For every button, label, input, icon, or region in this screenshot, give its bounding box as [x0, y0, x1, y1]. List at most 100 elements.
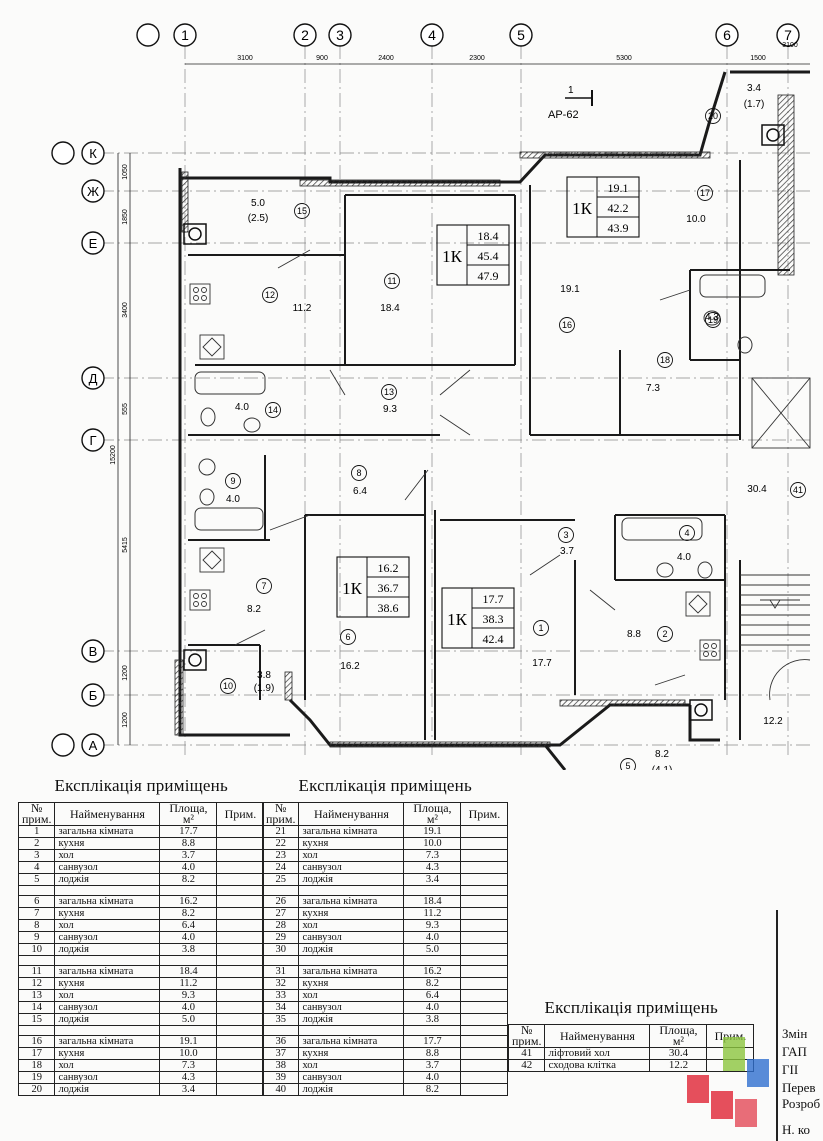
room-number-cell: 17 — [17, 1047, 56, 1060]
room-area: 8.2 — [247, 604, 261, 615]
room-area-cell: 11.2 — [159, 977, 218, 990]
door-swings — [234, 249, 691, 686]
apartment-value: 19.1 — [608, 181, 629, 195]
room-number-circle — [533, 620, 549, 636]
group-separator — [17, 955, 265, 966]
room-area: 9.3 — [383, 404, 397, 415]
note-cell — [216, 861, 265, 874]
room-number: 13 — [384, 387, 394, 397]
note-cell — [460, 931, 509, 944]
room-area: 8.8 — [627, 629, 641, 640]
axis-label: 6 — [723, 27, 731, 43]
note-cell — [460, 1001, 509, 1014]
room-area-cell: 18.4 — [403, 895, 462, 908]
dimension-value: 900 — [316, 55, 328, 62]
note-cell — [216, 1035, 265, 1048]
room-number-cell: 33 — [261, 989, 300, 1002]
group-separator — [17, 1025, 265, 1036]
room-number-cell: 12 — [17, 977, 56, 990]
room-number-cell: 40 — [261, 1083, 300, 1096]
table-title: Експлікація приміщень — [298, 776, 472, 795]
room-number-circle — [559, 317, 575, 333]
axis-bubble — [81, 179, 105, 203]
col-area: Площа, м² — [403, 802, 462, 826]
room-number-circle — [351, 465, 367, 481]
room-number-cell: 8 — [17, 919, 56, 932]
room-number-cell: 3 — [17, 849, 56, 862]
room-name-cell: лоджія — [298, 1083, 405, 1096]
room-number-circle — [705, 108, 721, 124]
room-area-cell: 8.2 — [159, 873, 218, 886]
dimension-value: 1850 — [122, 209, 129, 225]
group-separator — [261, 885, 509, 896]
room-name-cell: кухня — [298, 907, 405, 920]
room-number-cell: 25 — [261, 873, 300, 886]
room-name-cell: загальна кімната — [298, 895, 405, 908]
axis-bubble — [715, 23, 739, 47]
note-cell — [216, 1083, 265, 1096]
col-name: Найменування — [54, 802, 161, 826]
note-cell — [216, 873, 265, 886]
watermark-logo — [683, 1033, 775, 1133]
room-name-cell: загальна кімната — [298, 965, 405, 978]
section-number: 1 — [568, 85, 574, 96]
apartment-value: 47.9 — [478, 269, 499, 283]
room-number-cell: 32 — [261, 977, 300, 990]
room-name-cell: хол — [298, 849, 405, 862]
axis-bubble — [81, 141, 105, 165]
col-num: № прим. — [507, 1024, 546, 1048]
note-cell — [460, 861, 509, 874]
room-number-cell: 1 — [17, 825, 56, 838]
room-number: 11 — [387, 276, 396, 286]
room-area: 16.2 — [340, 661, 360, 672]
room-name-cell: хол — [298, 919, 405, 932]
dimension-value: 5300 — [616, 55, 632, 62]
room-area: 4.0 — [226, 494, 240, 505]
room-area-cell: 9.3 — [403, 919, 462, 932]
room-area-cell: 8.2 — [403, 977, 462, 990]
note-cell — [460, 943, 509, 956]
note-cell — [460, 1013, 509, 1026]
room-number-cell: 7 — [17, 907, 56, 920]
room-area-cell: 5.0 — [403, 943, 462, 956]
room-name-cell: загальна кімната — [298, 825, 405, 838]
room-name-cell: хол — [54, 989, 161, 1002]
axis-bubble — [776, 23, 800, 47]
room-name-cell: лоджія — [54, 943, 161, 956]
col-name: Найменування — [544, 1024, 651, 1048]
axis-label: Г — [89, 433, 96, 448]
room-number-cell: 37 — [261, 1047, 300, 1060]
group-separator — [261, 955, 509, 966]
room-name-cell: санвузол — [54, 861, 161, 874]
room-area-cell: 4.0 — [159, 1001, 218, 1014]
room-name-cell: санвузол — [54, 1071, 161, 1084]
interior-walls — [188, 160, 790, 740]
room-number-cell: 5 — [17, 873, 56, 886]
apartment-value: 45.4 — [478, 249, 499, 263]
room-area-cell: 5.0 — [159, 1013, 218, 1026]
note-cell — [460, 919, 509, 932]
stamp-text: ГІІ — [782, 1062, 799, 1077]
apartment-value: 42.2 — [608, 201, 629, 215]
room-number-cell: 30 — [261, 943, 300, 956]
room-name-cell: кухня — [298, 837, 405, 850]
room-number: 18 — [660, 355, 670, 365]
axis-label: 7 — [784, 27, 792, 43]
room-number-cell: 16 — [17, 1035, 56, 1048]
room-number-circle — [256, 578, 272, 594]
axis-bubble — [509, 23, 533, 47]
room-area: 19.1 — [560, 284, 580, 295]
